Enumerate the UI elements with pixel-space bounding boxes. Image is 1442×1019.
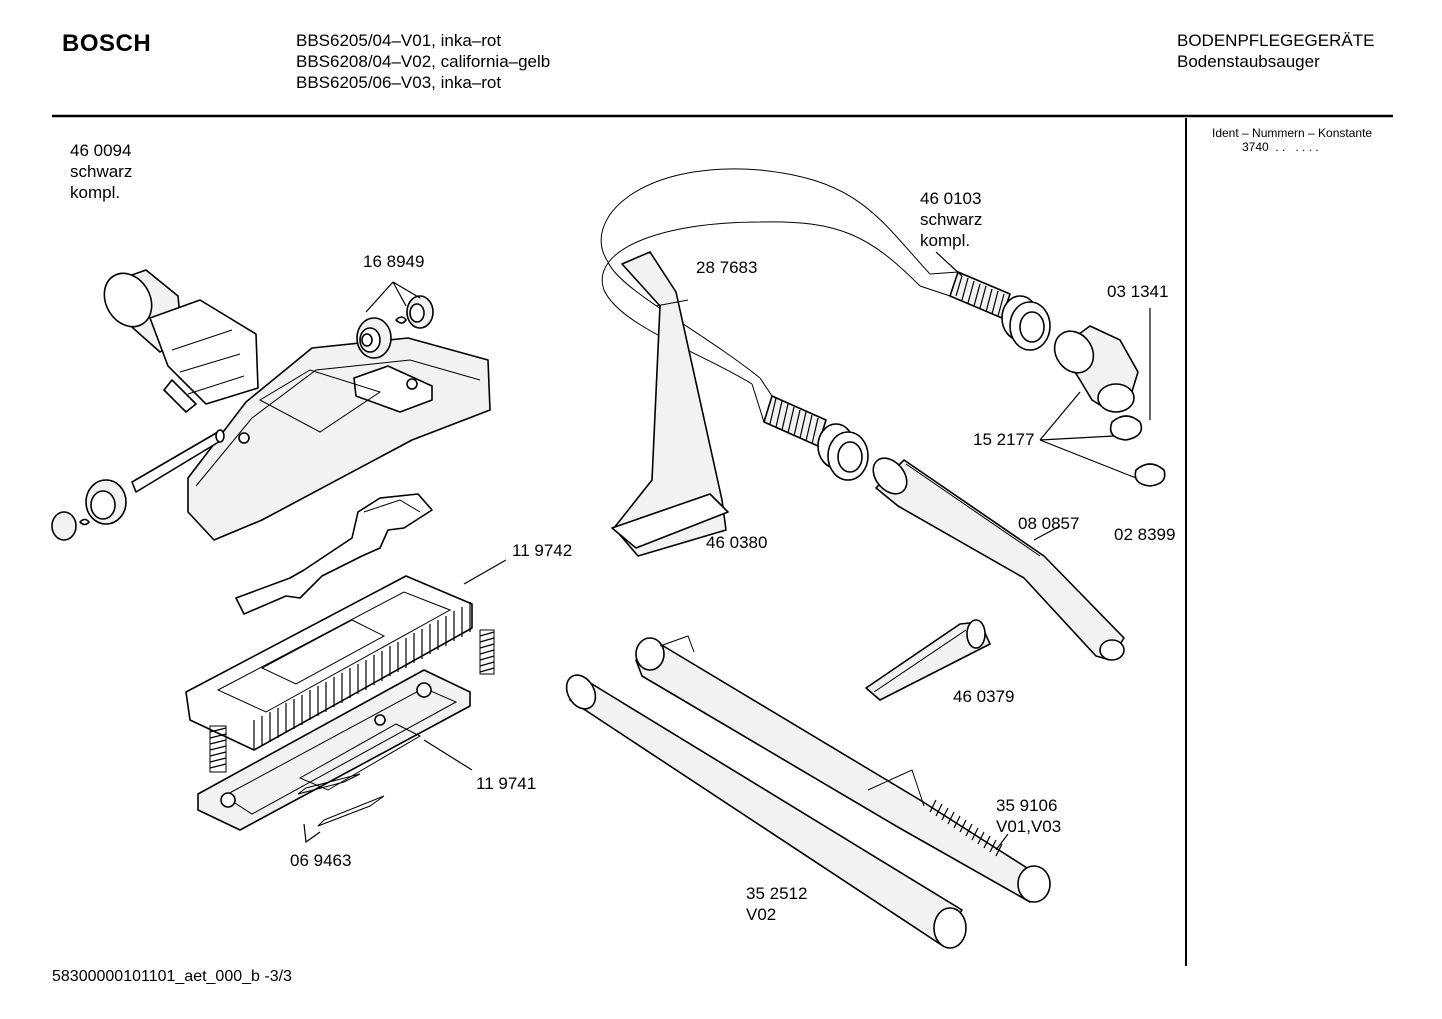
label-hose: 28 7683 xyxy=(696,258,758,277)
label-hose-complete-number: 46 0103 xyxy=(920,189,982,208)
label-clip-ring: 15 2177 xyxy=(973,430,1035,449)
model-line-1: BBS6205/04–V01, inka–rot xyxy=(296,31,502,50)
elbow-drawing xyxy=(1039,308,1166,487)
model-line-3: BBS6205/06–V03, inka–rot xyxy=(296,73,502,92)
crevice-nozzle-drawing xyxy=(865,619,991,701)
label-crevice-nozzle: 46 0379 xyxy=(953,687,1015,706)
ident-value: 3740 . . . . . . xyxy=(1242,140,1319,154)
label-strip: 06 9463 xyxy=(290,851,352,870)
brand-logo: BOSCH xyxy=(62,30,152,57)
label-sole-lower: 11 9741 xyxy=(476,774,537,793)
model-line-2: BBS6208/04–V02, california–gelb xyxy=(296,52,551,71)
extension-tube-drawing xyxy=(565,674,967,949)
document-id: 58300000101101_aet_000_b -3/3 xyxy=(52,968,292,985)
label-floor-nozzle-kompl: kompl. xyxy=(70,183,121,202)
sole-plates-drawing xyxy=(185,559,507,844)
ident-title: Ident – Nummern – Konstante xyxy=(1212,126,1373,140)
subcategory-title: Bodenstaubsauger xyxy=(1177,52,1320,71)
label-handle-tube: 08 0857 xyxy=(1018,514,1080,533)
label-telescopic-tube-variant: V01,V03 xyxy=(996,817,1062,836)
label-extension-tube-number: 35 2512 xyxy=(746,884,808,903)
label-hose-complete-kompl: kompl. xyxy=(920,231,971,250)
label-telescopic-tube-number: 35 9106 xyxy=(996,796,1058,815)
label-ring: 02 8399 xyxy=(1114,525,1176,544)
label-hose-complete-color: schwarz xyxy=(920,210,983,229)
label-upholstery-nozzle: 46 0380 xyxy=(706,533,768,552)
label-floor-nozzle-number: 46 0094 xyxy=(70,141,132,160)
label-elbow: 03 1341 xyxy=(1107,282,1169,301)
label-wheels: 16 8949 xyxy=(363,252,425,271)
floor-nozzle-drawing xyxy=(51,269,491,615)
label-floor-nozzle-color: schwarz xyxy=(70,162,133,181)
telescopic-tube-drawing xyxy=(635,635,1051,903)
category-title: BODENPFLEGEGERÄTE xyxy=(1177,31,1375,50)
label-sole-upper: 11 9742 xyxy=(512,541,573,560)
handle-tube-drawing xyxy=(872,457,1125,661)
label-extension-tube-variant: V02 xyxy=(746,905,777,924)
upholstery-nozzle-drawing xyxy=(611,251,729,557)
